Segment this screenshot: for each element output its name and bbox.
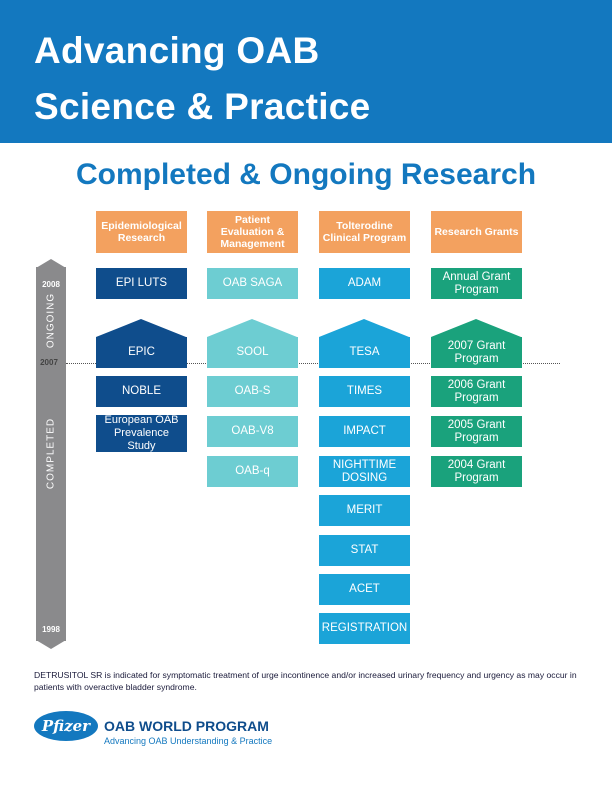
- timeline-year-2007: 2007: [40, 358, 58, 367]
- study-box-2007-grant: 2007 Grant Program: [431, 337, 522, 368]
- study-box-oab-v8: OAB-V8: [207, 416, 298, 447]
- timeline-label-ongoing: ONGOING: [45, 292, 57, 349]
- study-box-oab-q: OAB-q: [207, 456, 298, 487]
- column-header-research-grants: Research Grants: [431, 211, 522, 253]
- study-box-impact: IMPACT: [319, 416, 410, 447]
- timeline-bottom-tip: [36, 640, 66, 649]
- study-box-oab-saga: OAB SAGA: [207, 268, 298, 299]
- page-title-line-1: Advancing OAB: [34, 30, 320, 71]
- study-box-epi-luts: EPI LUTS: [96, 268, 187, 299]
- study-box-oab-s: OAB-S: [207, 376, 298, 407]
- study-box-annual-grant: Annual Grant Program: [431, 268, 522, 299]
- roof-epidemiological: [96, 319, 186, 337]
- study-box-european-oab: European OAB Prevalence Study: [96, 414, 187, 452]
- program-tagline: Advancing OAB Understanding & Practice: [104, 736, 273, 746]
- roof-patient-evaluation: [207, 319, 297, 337]
- study-box-tesa: TESA: [319, 337, 410, 368]
- study-box-2004-grant: 2004 Grant Program: [431, 456, 522, 487]
- indication-footnote: DETRUSITOL SR is indicated for symptomat…: [34, 670, 577, 692]
- column-header-epidemiological: Epidemiological Research: [96, 211, 187, 253]
- column-header-patient-evaluation: Patient Evaluation & Management: [207, 211, 298, 253]
- study-box-2006-grant: 2006 Grant Program: [431, 376, 522, 407]
- study-box-times: TIMES: [319, 376, 410, 407]
- timeline-bar: [36, 267, 66, 641]
- program-name: OAB WORLD PROGRAM: [104, 718, 269, 734]
- timeline-top-tip: [36, 259, 66, 268]
- study-box-sool: SOOL: [207, 337, 298, 368]
- study-box-2005-grant: 2005 Grant Program: [431, 416, 522, 447]
- roof-research-grants: [431, 319, 521, 337]
- study-box-registration: REGISTRATION: [319, 613, 410, 644]
- study-box-acet: ACET: [319, 574, 410, 605]
- roof-tolterodine: [319, 319, 409, 337]
- header-banner: Advancing OAB Science & Practice: [0, 0, 612, 143]
- year-2007-divider: [66, 363, 560, 364]
- study-box-nighttime-dosing: NIGHTTIME DOSING: [319, 456, 410, 487]
- study-box-noble: NOBLE: [96, 376, 187, 407]
- pfizer-logo: Pfizer: [34, 711, 98, 741]
- section-title: Completed & Ongoing Research: [75, 158, 537, 191]
- study-box-merit: MERIT: [319, 495, 410, 526]
- study-box-stat: STAT: [319, 535, 410, 566]
- study-box-epic: EPIC: [96, 337, 187, 368]
- study-box-adam: ADAM: [319, 268, 410, 299]
- column-header-tolterodine: Tolterodine Clinical Program: [319, 211, 410, 253]
- timeline-year-1998: 1998: [42, 625, 60, 634]
- timeline-year-2008: 2008: [42, 280, 60, 289]
- page-title-line-2: Science & Practice: [34, 86, 371, 127]
- timeline-label-completed: COMPLETED: [45, 417, 57, 490]
